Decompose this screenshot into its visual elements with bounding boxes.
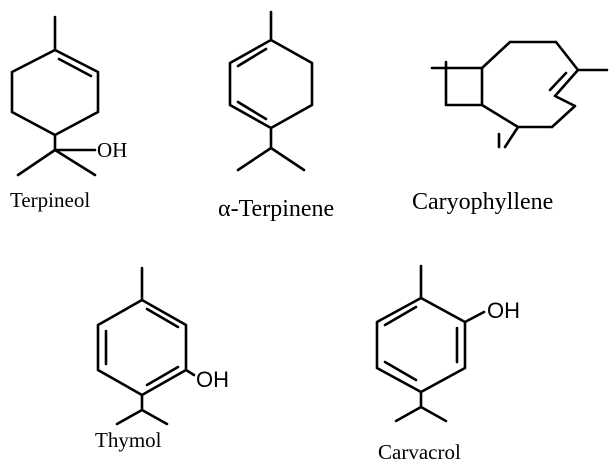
thymol-oh-label: OH (196, 367, 229, 392)
terpineol-name: Terpineol (10, 188, 90, 212)
molecule-carvacrol: OH Carvacrol (375, 264, 520, 464)
thymol-bonds (96, 266, 196, 426)
molecule-terpineol: OH Terpineol (10, 15, 127, 212)
terpineol-bonds (10, 15, 100, 177)
carvacrol-name: Carvacrol (378, 440, 461, 464)
molecule-thymol: OH Thymol (95, 266, 229, 452)
caryophyllene-bonds (430, 40, 609, 149)
terpineol-oh-label: OH (97, 138, 127, 162)
carvacrol-oh-label: OH (487, 298, 520, 323)
molecule-alpha-terpinene: α-Terpinene (218, 10, 334, 222)
carvacrol-bonds (375, 264, 486, 423)
thymol-name: Thymol (95, 428, 162, 452)
alpha-terpinene-name: α-Terpinene (218, 196, 334, 222)
molecule-caryophyllene: Caryophyllene (412, 40, 609, 215)
alpha-terpinene-bonds (228, 10, 314, 172)
caryophyllene-name: Caryophyllene (412, 189, 553, 215)
